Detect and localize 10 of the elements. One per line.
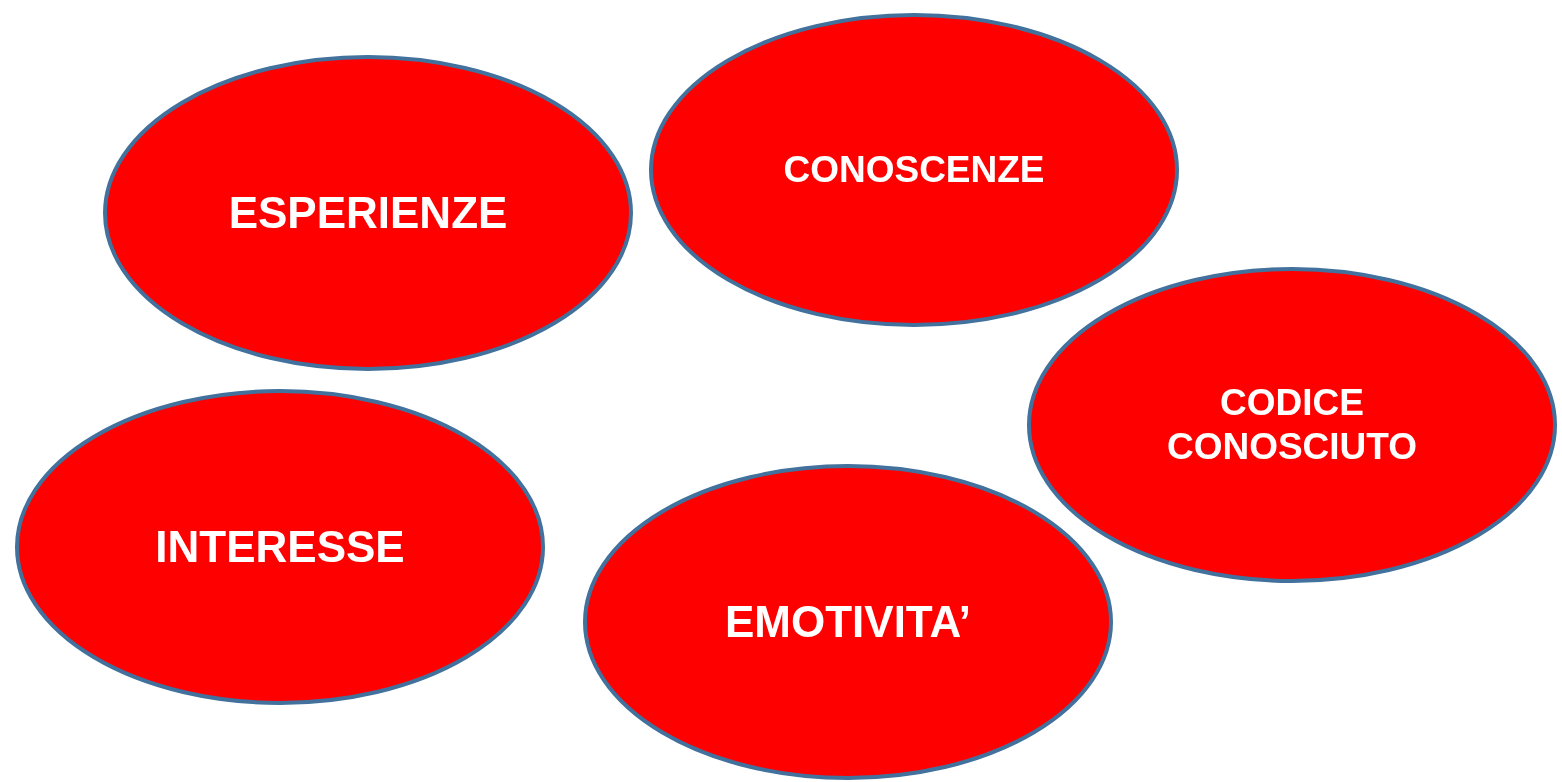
node-label: INTERESSE bbox=[154, 520, 406, 573]
oval-node bbox=[1027, 267, 1557, 583]
node-label: ESPERIENZE bbox=[227, 186, 509, 239]
node-label: CONOSCENZE bbox=[782, 147, 1046, 192]
node-label: CODICE CONOSCIUTO bbox=[1165, 380, 1419, 469]
oval-node bbox=[103, 55, 633, 371]
oval-node bbox=[649, 13, 1179, 327]
oval-node bbox=[15, 389, 545, 705]
node-label: EMOTIVITA’ bbox=[723, 595, 973, 648]
oval-node bbox=[583, 464, 1113, 780]
